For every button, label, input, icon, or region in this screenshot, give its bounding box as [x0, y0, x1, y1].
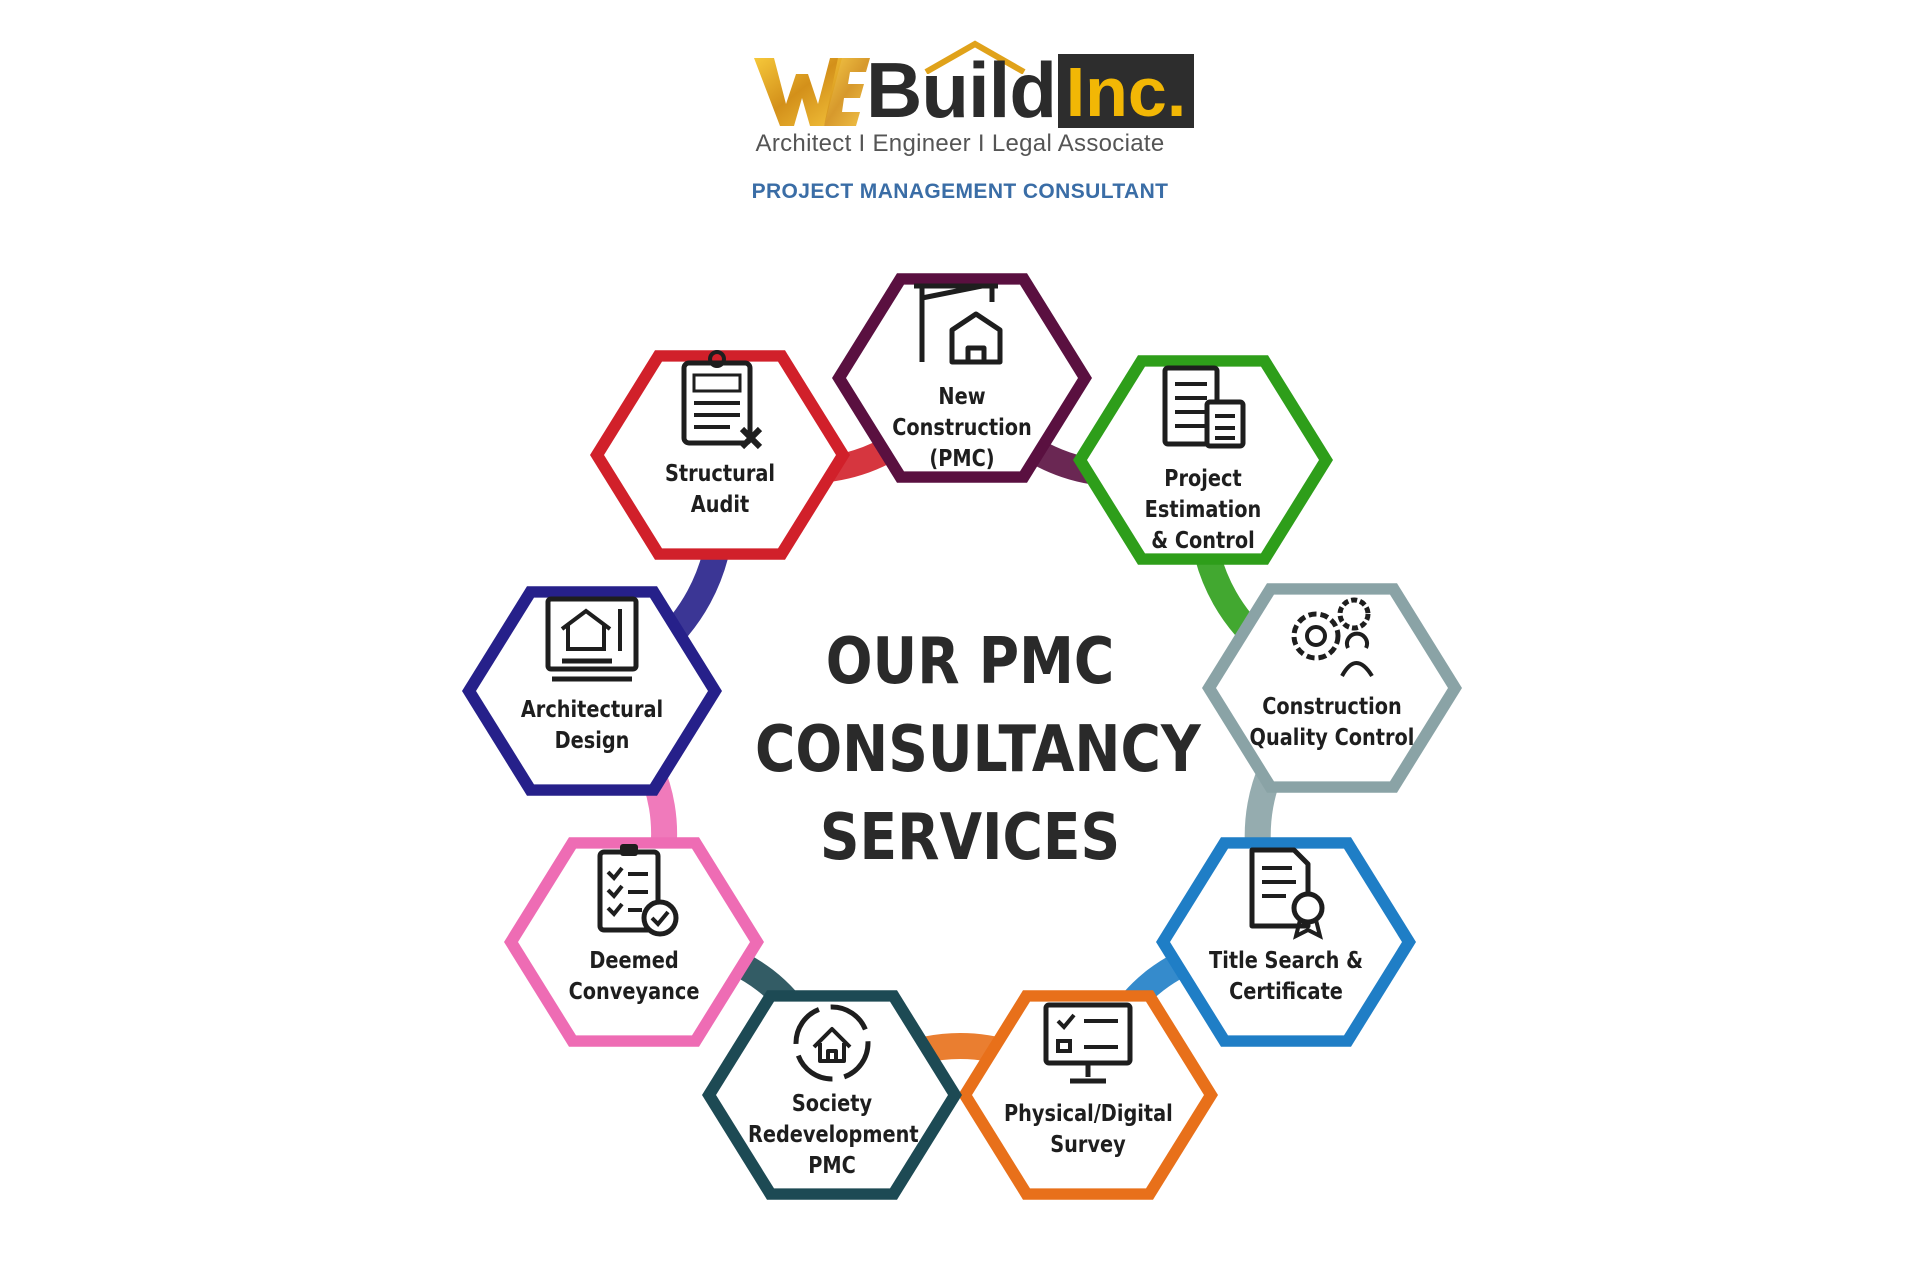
service-label: Construction Quality Control [1249, 694, 1415, 751]
checklist-clipboard-icon [597, 844, 679, 937]
service-label: Society Redevelopment PMC [748, 1091, 919, 1179]
service-label: Architectural Design [520, 697, 664, 754]
center-title-line-1: OUR PMC [825, 625, 1115, 699]
logo-inc-box: Inc. [1058, 53, 1194, 131]
blueprint-drawing-icon [545, 596, 639, 682]
service-hexagon [972, 1001, 1204, 1189]
roof-icon [924, 40, 1026, 74]
service-node [832, 273, 1092, 483]
quality-gear-engineer-icon [1291, 597, 1374, 678]
certificate-document-icon [1249, 847, 1325, 940]
service-node [1156, 837, 1416, 1047]
service-hexagon [518, 848, 750, 1036]
logo-inc: Inc. [1065, 53, 1187, 131]
service-node [504, 837, 764, 1047]
service-node [590, 350, 850, 560]
service-hexagon [604, 361, 836, 549]
service-label: New Construction (PMC) [892, 384, 1032, 472]
audit-clipboard-icon [681, 350, 763, 450]
estimate-calculator-icon [1162, 365, 1246, 449]
service-node [958, 990, 1218, 1200]
service-hexagon [716, 1001, 948, 1189]
tagline: Architect I Engineer I Legal Associate [755, 130, 1165, 157]
service-hexagon [476, 597, 708, 785]
service-node [1202, 583, 1462, 793]
service-label: Physical/Digital Survey [1004, 1101, 1173, 1158]
redevelopment-house-cycle-icon [793, 1004, 871, 1082]
subtitle: PROJECT MANAGEMENT CONSULTANT [751, 180, 1169, 203]
service-hexagon [1216, 594, 1448, 782]
service-hexagon [1170, 848, 1402, 1036]
service-hexagon [846, 284, 1078, 472]
service-node [462, 586, 722, 796]
service-label: Structural Audit [664, 461, 776, 518]
center-title: OUR PMC CONSULTANCY SERVICES [755, 618, 1201, 882]
survey-monitor-icon [1043, 1002, 1133, 1084]
we-build-logo: Build Inc. [752, 40, 1194, 140]
service-node [702, 990, 962, 1200]
service-label: Deemed Conveyance [568, 948, 700, 1005]
logo-word: Build [866, 46, 1057, 134]
service-node [1073, 355, 1333, 565]
center-title-line-3: SERVICES [819, 801, 1121, 875]
service-label: Title Search & Certificate [1209, 948, 1363, 1005]
construction-crane-icon [914, 283, 1003, 365]
we-logo-mark-icon [754, 58, 870, 126]
service-label: Project Estimation & Control [1144, 466, 1262, 554]
center-title-line-2: CONSULTANCY [755, 713, 1201, 787]
service-hexagon [1087, 366, 1319, 554]
